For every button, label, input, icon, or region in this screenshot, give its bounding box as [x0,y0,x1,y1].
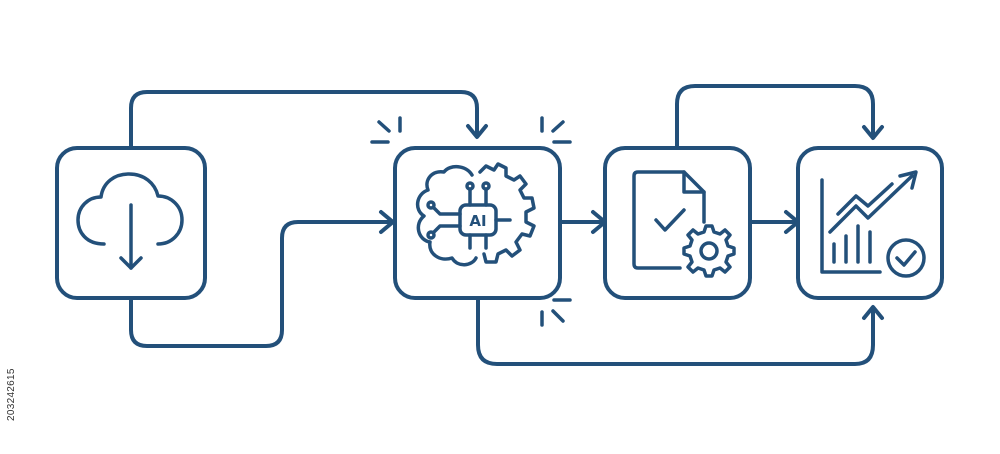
arrowhead-down-analytics-top [862,125,884,140]
connector-processing-to-analytics-top [675,84,875,150]
connector-ai-to-analytics-bottom [476,298,875,366]
connectors [129,84,884,366]
connector-download-to-ai-bottom [129,220,394,348]
stock-image-id: 203242615 [6,368,17,421]
connector-download-to-ai-top [129,90,479,150]
node-processing [603,146,752,300]
node-ai: AI [393,146,562,300]
chart-growth-check-icon [820,170,926,278]
ai-label: AI [469,212,486,230]
arrowhead-down-ai-top [466,124,488,139]
cloud-download-icon [76,172,184,270]
ai-spark-lines [370,116,572,327]
document-check-gear-icon [632,170,736,278]
arrowhead-up-analytics-bottom [862,305,884,320]
ai-brain-gear-icon [415,162,536,267]
node-analytics [796,146,944,300]
node-download [55,146,207,300]
